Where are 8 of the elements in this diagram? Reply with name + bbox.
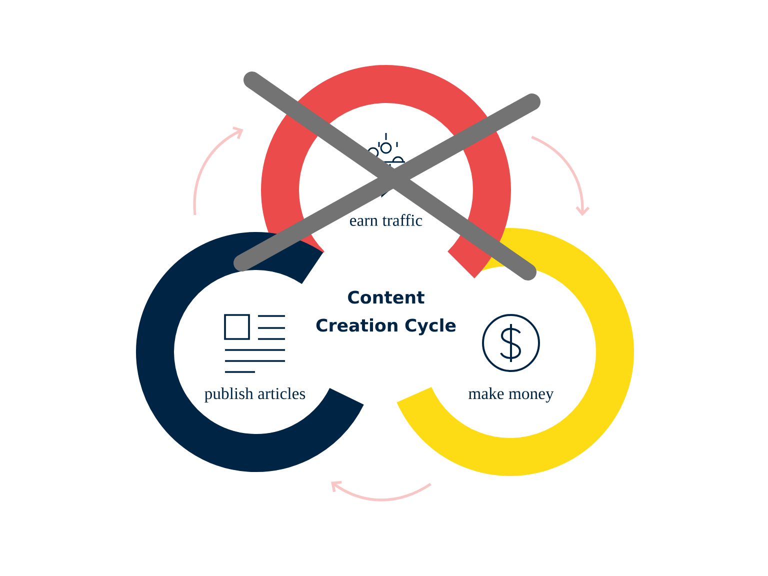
label: earn traffic [350,214,422,226]
arrow [193,126,244,216]
label: publish articles [204,387,306,403]
ring [261,65,511,278]
arrow [531,136,590,216]
label: make money [468,387,554,403]
arrow [331,480,432,502]
title: Content Creation Cycle [316,290,456,336]
